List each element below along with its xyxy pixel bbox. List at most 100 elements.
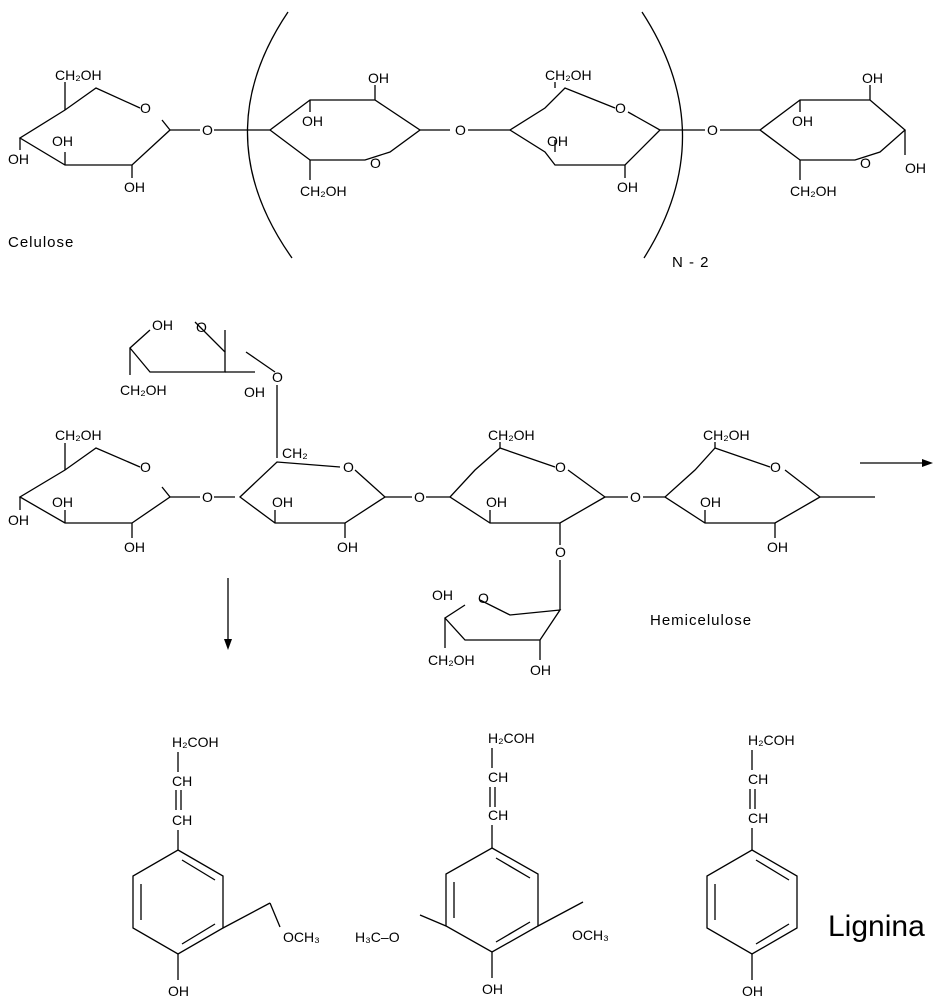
label-h2coh: H₂COH	[748, 732, 795, 748]
label-oh: OH	[8, 512, 29, 528]
label-oh: OH	[862, 70, 883, 86]
label-ch2oh: CH₂OH	[120, 382, 167, 398]
arrow-right-head	[922, 459, 933, 467]
bond-double	[755, 923, 790, 945]
label-h2coh: H₂COH	[488, 730, 535, 746]
label-oh: OH	[52, 494, 73, 510]
label-oh: OH	[168, 983, 189, 999]
label-oh: OH	[530, 662, 551, 678]
label-ring-o: O	[370, 155, 381, 171]
label-ring-o: O	[140, 100, 151, 116]
label-ch2oh: CH₂OH	[545, 67, 592, 83]
caption-hemicellulose: Hemicelulose	[650, 612, 752, 629]
label-glycosidic-o: O	[414, 489, 425, 505]
left-parenthesis	[246, 11, 293, 259]
label-h2coh: H₂COH	[172, 734, 219, 750]
bond-double	[755, 859, 790, 881]
ring-bonds	[448, 447, 607, 524]
label-oh: OH	[767, 539, 788, 555]
label-ch: CH	[748, 810, 768, 826]
ring-bonds	[238, 461, 387, 524]
label-o: O	[272, 369, 283, 385]
cellulose-ring-2: OH OH O CH₂OH O	[269, 70, 510, 199]
bond-double	[495, 921, 531, 943]
label-glycosidic-o: O	[455, 122, 466, 138]
lignin-monomer-coniferyl: H₂COH CH CH OCH₃ OH	[132, 734, 320, 999]
label-h3co: H₃C–O	[355, 929, 400, 945]
ring-bonds	[18, 87, 171, 166]
bond-double	[181, 923, 216, 945]
arrow-down-head	[224, 639, 232, 650]
bond	[537, 901, 584, 927]
ring-bonds	[663, 447, 822, 524]
bond	[222, 902, 271, 929]
label-ch2oh: CH₂OH	[790, 183, 837, 199]
label-ring-o: O	[478, 590, 489, 606]
label-oh: OH	[8, 151, 29, 167]
label-glycosidic-o: O	[630, 489, 641, 505]
label-ch2oh: CH₂OH	[55, 427, 102, 443]
label-och3: OCH₃	[572, 927, 609, 943]
benzene-ring	[132, 849, 224, 955]
label-oh: OH	[547, 133, 568, 149]
hemicellulose-furanose-bottom: OH O CH₂OH OH	[428, 587, 562, 678]
bond	[245, 351, 276, 373]
label-ring-o: O	[343, 459, 354, 475]
hemicellulose-ring-4: CH₂OH O OH OH	[663, 427, 875, 555]
cellulose-ring-1: CH₂OH O OH OH OH O	[8, 67, 270, 195]
bond	[419, 914, 447, 927]
benzene-ring	[445, 847, 539, 953]
benzene-ring	[706, 849, 798, 955]
right-parenthesis	[641, 11, 684, 259]
label-oh: OH	[124, 539, 145, 555]
hemicellulose-furanose-top: OH O CH₂OH OH O	[120, 317, 283, 458]
label-oh: OH	[700, 494, 721, 510]
label-oh: OH	[244, 384, 265, 400]
bond-double	[181, 859, 216, 881]
label-oh: OH	[302, 113, 323, 129]
label-ch2oh: CH₂OH	[428, 652, 475, 668]
cellulose-structure: CH₂OH O OH OH OH O OH OH O CH₂OH O	[8, 11, 926, 271]
label-ch2oh: CH₂OH	[55, 67, 102, 83]
hemicellulose-ring-1: CH₂OH O OH OH OH O	[8, 427, 235, 555]
hemicellulose-structure: OH O CH₂OH OH O CH₂OH O OH OH OH O	[8, 317, 933, 678]
label-ring-o: O	[140, 459, 151, 475]
ring-bonds	[759, 99, 906, 161]
label-ch2oh: CH₂OH	[300, 183, 347, 199]
ring-bonds	[129, 321, 226, 373]
hemicellulose-ring-3: CH₂OH O OH O O	[448, 427, 665, 610]
ring-bonds	[18, 447, 171, 524]
label-oh: OH	[742, 983, 763, 999]
label-ring-o: O	[196, 319, 207, 335]
label-ring-o: O	[555, 459, 566, 475]
label-oh: OH	[368, 70, 389, 86]
label-ring-o: O	[770, 459, 781, 475]
label-oh: OH	[152, 317, 173, 333]
caption-cellulose: Celulose	[8, 234, 74, 251]
label-ch2oh: CH₂OH	[703, 427, 750, 443]
label-glycosidic-o: O	[707, 122, 718, 138]
lignin-monomer-sinapyl: H₂COH CH CH OCH₃ H₃C–O OH	[355, 730, 609, 997]
label-ring-o: O	[860, 155, 871, 171]
label-oh: OH	[486, 494, 507, 510]
label-ch: CH	[488, 807, 508, 823]
hemicellulose-ring-2: CH₂ O OH OH O	[238, 445, 450, 555]
label-glycosidic-o: O	[202, 489, 213, 505]
label-oh: OH	[337, 539, 358, 555]
label-ring-o: O	[615, 100, 626, 116]
label-oh: OH	[792, 113, 813, 129]
ring-bonds	[269, 99, 422, 161]
lignin-structures: H₂COH CH CH OCH₃ OH H₂COH CH CH	[132, 730, 925, 999]
label-ch: CH	[488, 769, 508, 785]
label-ch: CH	[172, 812, 192, 828]
label-oh: OH	[905, 160, 926, 176]
label-oh: OH	[432, 587, 453, 603]
label-oh: OH	[124, 179, 145, 195]
label-ch: CH	[172, 773, 192, 789]
label-oh: OH	[617, 179, 638, 195]
label-oh: OH	[482, 981, 503, 997]
lignin-monomer-coumaryl: H₂COH CH CH OH	[706, 732, 798, 999]
ring-bonds	[508, 87, 662, 166]
caption-lignin: Lignina	[828, 910, 925, 943]
